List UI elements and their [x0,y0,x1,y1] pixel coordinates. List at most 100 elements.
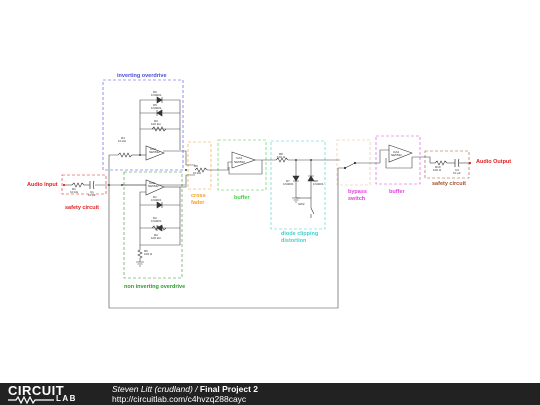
schematic-canvas: inverting overdrive non inverting overdr… [27,73,512,309]
part-d6: D6 [153,90,157,94]
resistor-r5 [194,167,208,173]
ground-r6 [136,261,144,267]
label-audio-input: Audio Input [27,182,58,188]
part-d1-type: 1N4001 [151,198,162,202]
bypass-switch [344,162,356,169]
part-c3-val: 10 µF [453,171,461,175]
schematic-diagram [61,79,472,309]
part-d1: D1 [153,195,157,199]
part-r3-val: 100 kΩ [151,122,161,126]
diode-d2 [156,224,163,232]
label-inverting-overdrive: inverting overdrive [117,73,167,79]
non-inverting-overdrive-box [123,171,183,279]
part-r6: R6 [144,249,148,253]
resistor-r6 [137,249,143,259]
part-d8-type: 1N4001 [313,182,324,186]
part-r4-val: 10 kΩ [118,139,126,143]
part-d7: D7 [286,179,290,183]
buffer-2-box [375,135,421,185]
part-d6-type: 1N4001 [151,93,162,97]
op-amps [145,144,413,196]
part-oa4-type: NE5532 [391,153,402,157]
part-oa2: OA2 [149,181,156,185]
input-terminal [62,183,66,187]
op-amp-oa4 [388,144,413,163]
ground-diode [292,197,300,203]
resistor-r3 [151,126,167,132]
resistor-r8 [275,157,289,163]
diode-clipping-box [270,140,326,230]
part-c3: C3 [455,168,459,172]
label-non-inverting-overdrive: non inverting overdrive [124,284,186,290]
project-title[interactable]: Final Project 2 [199,384,258,394]
resistor-r1 [71,182,85,188]
op-amp-oa3 [231,151,256,169]
part-oa1: OA1 [150,147,157,151]
label-buffer-2: buffer [389,189,405,195]
credit-separator: / [192,384,200,394]
part-r8: R8 [279,152,283,156]
part-oa2-type: NE5532 [148,184,159,188]
footer-credit: Steven Litt (crudland) / Final Project 2 [112,385,258,394]
part-oa3: OA3 [236,156,243,160]
author-name[interactable]: Steven Litt (crudland) [112,384,193,394]
part-oa3-type: NE5532 [234,160,245,164]
footer-bar: CIRCUIT LAB Steven Litt (crudland) / Fin… [0,383,540,405]
part-sw2: SW2 [298,202,305,206]
logo-circuit: CIRCUIT [8,383,65,398]
diode-d1 [156,201,163,209]
label-safety-circuit-in: safety circuit [65,205,99,211]
project-url[interactable]: http://circuitlab.com/c4hvzq288cayc [112,394,247,404]
part-c1: C1 [90,190,94,194]
part-r5-val: 10 kΩ [193,171,201,175]
ground-symbols [136,197,300,267]
label-bypass-2: switch [348,196,366,202]
part-r1-val: 10 kΩ [70,190,78,194]
label-diode-clipping-1: diode clipping [281,231,319,237]
part-d7-type: 1N4001 [283,182,294,186]
part-c1-val: 10 µF [88,193,96,197]
diode-d5 [156,109,163,117]
part-r5: R5 [194,164,198,168]
part-d2: D2 [153,216,157,220]
label-audio-output: Audio Output [476,159,512,165]
label-cross-fader-1: cross [191,193,206,199]
part-d5: D5 [153,103,157,107]
resistors [71,126,448,259]
switch-sw2 [310,207,315,218]
label-bypass-1: bypass [348,189,367,195]
part-r2: R2 [154,233,158,237]
switches [310,161,357,218]
part-r3: R3 [154,119,158,123]
wires [64,99,470,309]
cross-fader-box [187,141,212,190]
op-amp-oa2 [145,179,165,196]
part-r6-val: 100 Ω [144,252,153,256]
label-safety-circuit-out: safety circuit [432,181,466,187]
part-d2-type: 1N4001 [151,219,162,223]
part-d8: D8 [314,179,318,183]
part-r10-val: 100 Ω [433,168,442,172]
part-oa1-type: NE5532 [149,150,160,154]
part-r1: R1 [72,187,76,191]
junctions [108,154,312,186]
inverting-overdrive-box [102,79,184,171]
bypass-switch-box [336,139,371,186]
logo-lab: LAB [56,394,77,403]
part-oa4: OA4 [393,150,400,154]
diode-d6 [156,96,163,104]
resistor-r10 [434,160,448,166]
diode-d7 [292,175,300,182]
diodes [156,96,315,232]
label-diode-clipping-2: distortion [281,238,307,244]
op-amp-oa1 [145,145,165,161]
safety-circuit-out-box [424,150,470,179]
capacitor-c1 [89,180,95,190]
resistor-r4 [117,152,133,158]
capacitor-c3 [454,158,460,168]
label-buffer-1: buffer [234,195,250,201]
part-d5-type: 1N4001 [151,106,162,110]
label-cross-fader-2: fader [191,200,205,206]
part-r2-val: 100 kΩ [151,236,161,240]
buffer-1-box [217,139,267,191]
